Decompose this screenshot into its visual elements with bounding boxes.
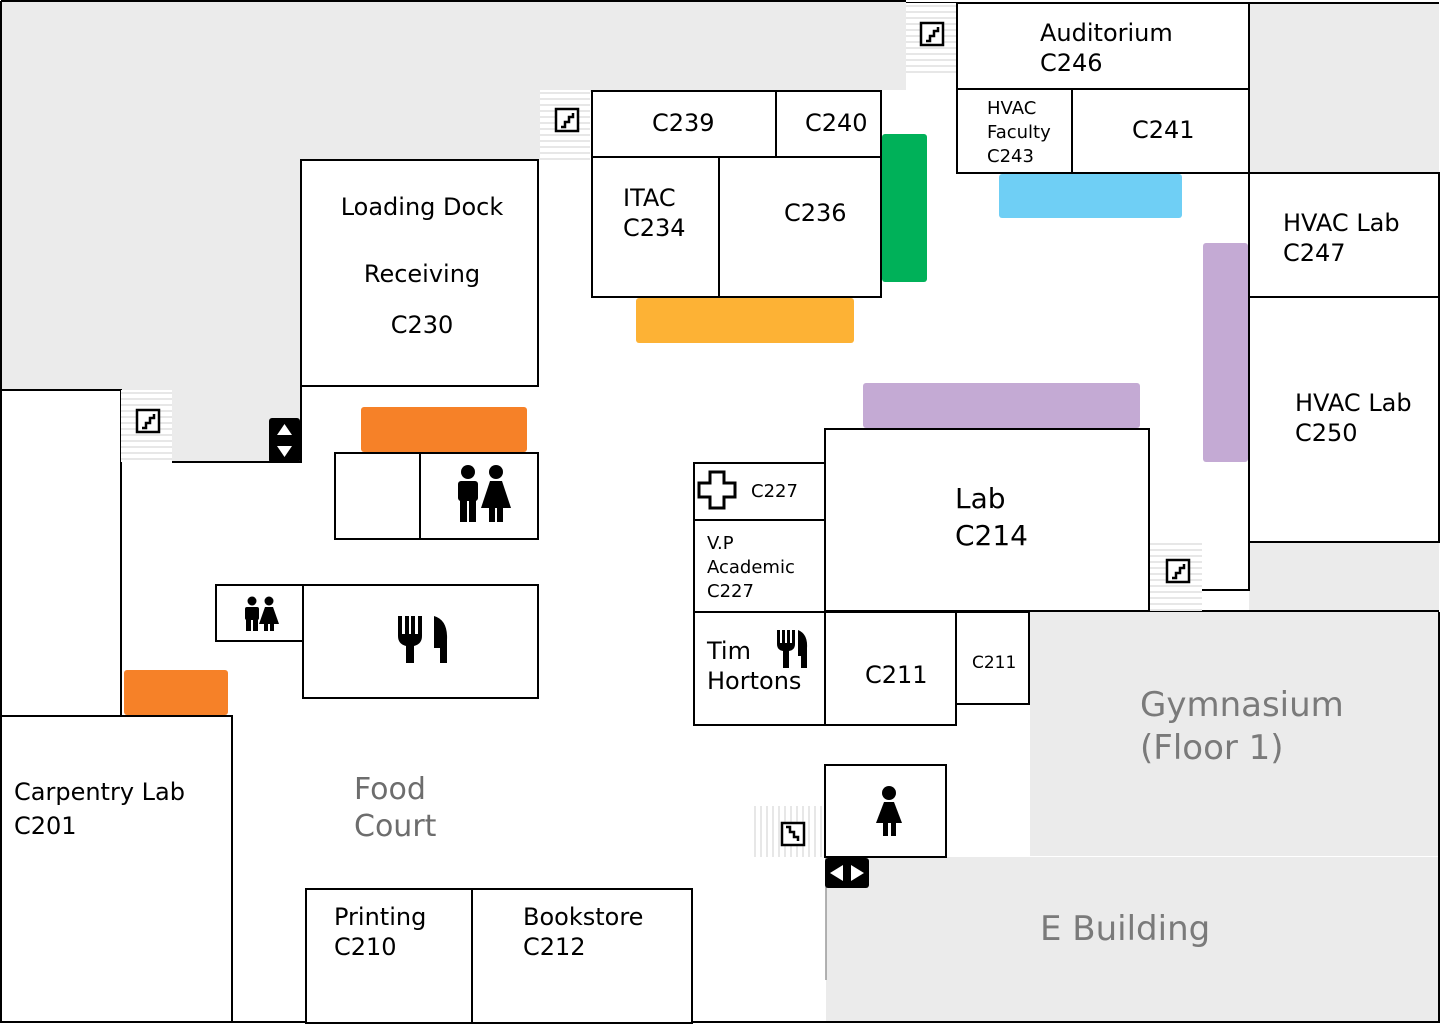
room-small-washroom[interactable] [215,584,304,642]
c211-large-number: C211 [865,661,928,689]
tim-hortons-line2: Hortons [707,667,801,695]
printing-name: Printing [334,903,426,931]
room-printing[interactable] [305,888,473,1024]
room-lab-c214[interactable] [824,428,1150,612]
hvac-lab-247-number: C247 [1283,239,1346,267]
highlight-orange-top[interactable] [361,407,527,452]
room-bookstore[interactable] [471,888,693,1024]
hvac-lab-250-number: C250 [1295,419,1358,447]
bookstore-number: C212 [523,933,586,961]
stairs-icon[interactable] [121,390,172,462]
stairs-icon[interactable] [540,90,590,160]
lab-name: Lab [955,482,1006,515]
hvac-lab-247-name: HVAC Lab [1283,209,1400,237]
itac-number: C234 [623,214,686,242]
washroom-icon [458,465,511,522]
room-hvac-lab-c250[interactable] [1248,296,1440,543]
first-aid-cross-icon [697,470,737,510]
auditorium-number: C246 [1040,49,1103,77]
c236-number: C236 [784,199,847,227]
outdoor-area-nook [172,390,301,462]
hvac-lab-250-name: HVAC Lab [1295,389,1412,417]
gymnasium-line1: Gymnasium [1140,685,1344,725]
outdoor-area-east [1249,542,1439,612]
room-washroom[interactable] [419,452,539,540]
vp-academic-number: C227 [707,581,754,602]
stairs-icon[interactable] [1150,541,1202,611]
outdoor-area-north [1,1,906,390]
first-aid-number: C227 [751,481,798,502]
loading-dock-line1: Loading Dock [341,193,504,221]
carpentry-lab-name: Carpentry Lab [14,778,185,806]
room-carpentry-lab[interactable] [0,715,233,1023]
room-storage[interactable] [334,452,421,540]
fork-knife-icon [398,616,448,663]
room-loading-dock[interactable] [300,159,539,387]
e-building-area [826,857,1439,1023]
fork-knife-icon [777,630,808,668]
printing-number: C210 [334,933,397,961]
bookstore-name: Bookstore [523,903,643,931]
carpentry-lab-number: C201 [14,812,77,840]
room-c236[interactable] [718,156,882,298]
gymnasium-area [1030,612,1439,856]
c211-small-number: C211 [972,653,1016,673]
tim-hortons-line1: Tim [706,637,751,665]
outdoor-area-northeast [1249,3,1439,173]
room-c211-small[interactable] [955,611,1030,705]
room-c211-large[interactable] [824,611,957,726]
stairs-down-icon[interactable] [752,806,824,857]
elevator-icon[interactable] [269,418,300,463]
vp-academic-line1: V.P [707,533,734,554]
highlight-green[interactable] [882,134,927,282]
hvac-faculty-number: C243 [987,146,1034,167]
highlight-blue[interactable] [999,174,1182,218]
food-court-line2: Court [354,809,437,844]
c240-number: C240 [805,109,868,137]
c241-number: C241 [1132,116,1195,144]
highlight-orange-left[interactable] [124,670,228,715]
hvac-faculty-line1: HVAC [987,98,1036,119]
room-hvac-faculty[interactable] [956,88,1073,174]
itac-name: ITAC [623,184,676,212]
highlight-purple-horizontal[interactable] [863,383,1140,428]
highlight-yellow[interactable] [636,298,854,343]
c239-number: C239 [652,109,715,137]
highlight-purple-vertical[interactable] [1203,243,1248,462]
room-c240[interactable] [775,90,882,158]
walkway-arrows-icon[interactable] [825,858,869,888]
stairs-icon[interactable] [906,3,956,73]
hvac-faculty-line2: Faculty [987,122,1051,143]
room-vp-academic[interactable] [693,519,826,613]
lab-number: C214 [955,519,1028,552]
auditorium-name: Auditorium [1040,19,1173,47]
loading-dock-line2: Receiving [364,260,480,288]
room-auditorium[interactable] [956,2,1250,90]
food-court-line1: Food [354,772,426,807]
room-c241[interactable] [1071,88,1250,174]
womens-washroom-icon [876,786,902,836]
room-c239[interactable] [591,90,777,158]
loading-dock-number: C230 [391,311,454,339]
room-tim-hortons[interactable] [693,611,826,726]
e-building-name: E Building [1040,909,1210,949]
vp-academic-line2: Academic [707,557,795,578]
gymnasium-line2: (Floor 1) [1140,728,1284,768]
washroom-icon [245,596,279,631]
